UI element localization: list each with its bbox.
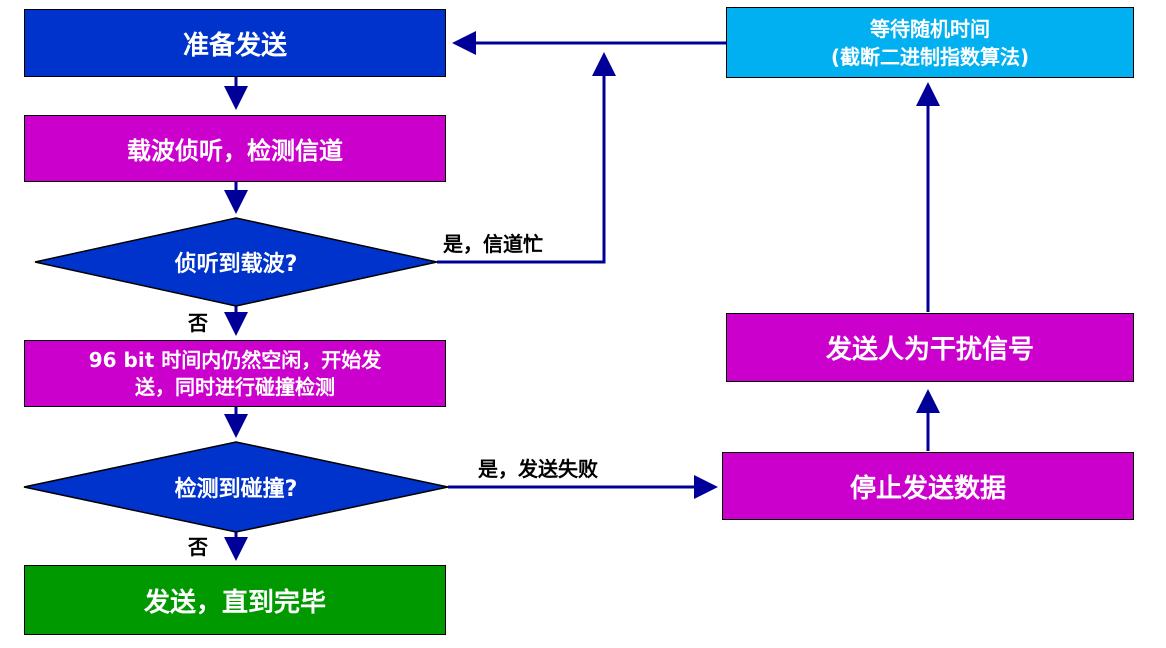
prepare-send-box: 准备发送 (24, 9, 446, 77)
send-until-done-box: 发送，直到完毕 (24, 565, 446, 635)
jam-signal-label: 发送人为干扰信号 (825, 335, 1034, 365)
no-edge-label-2: 否 (188, 535, 208, 559)
no-edge-label-1: 否 (188, 311, 208, 335)
start-send-box: 96 bit 时间内仍然空闲，开始发 送，同时进行碰撞检测 (24, 340, 446, 407)
carrier-sense-label: 载波侦听，检测信道 (127, 137, 343, 165)
carrier-question-label: 侦听到载波? (174, 252, 298, 277)
collision-question-label: 检测到碰撞? (174, 477, 298, 502)
send-until-done-label: 发送，直到完毕 (143, 587, 326, 618)
busy-edge-label: 是，信道忙 (443, 232, 543, 256)
carrier-question-text: 侦听到载波? (136, 242, 336, 282)
wait-random-label-line1: 等待随机时间 (870, 16, 990, 41)
stop-send-label: 停止发送数据 (849, 473, 1006, 504)
stop-send-box: 停止发送数据 (722, 452, 1134, 520)
collision-question-text: 检测到碰撞? (136, 467, 336, 507)
collision-decision-diamond (23, 441, 449, 533)
jam-signal-box: 发送人为干扰信号 (726, 313, 1134, 382)
prepare-send-label: 准备发送 (182, 30, 287, 61)
wait-random-box: 等待随机时间 (截断二进制指数算法) (726, 7, 1134, 78)
carrier-decision-diamond (34, 217, 438, 307)
start-send-label-line1: 96 bit 时间内仍然空闲，开始发 (88, 347, 382, 372)
start-send-label-line2: 送，同时进行碰撞检测 (135, 374, 335, 399)
fail-edge-label: 是，发送失败 (478, 457, 598, 481)
carrier-sense-box: 载波侦听，检测信道 (24, 115, 446, 182)
arrow-busy-loop (437, 52, 616, 264)
wait-random-label-line2: (截断二进制指数算法) (830, 44, 1030, 69)
